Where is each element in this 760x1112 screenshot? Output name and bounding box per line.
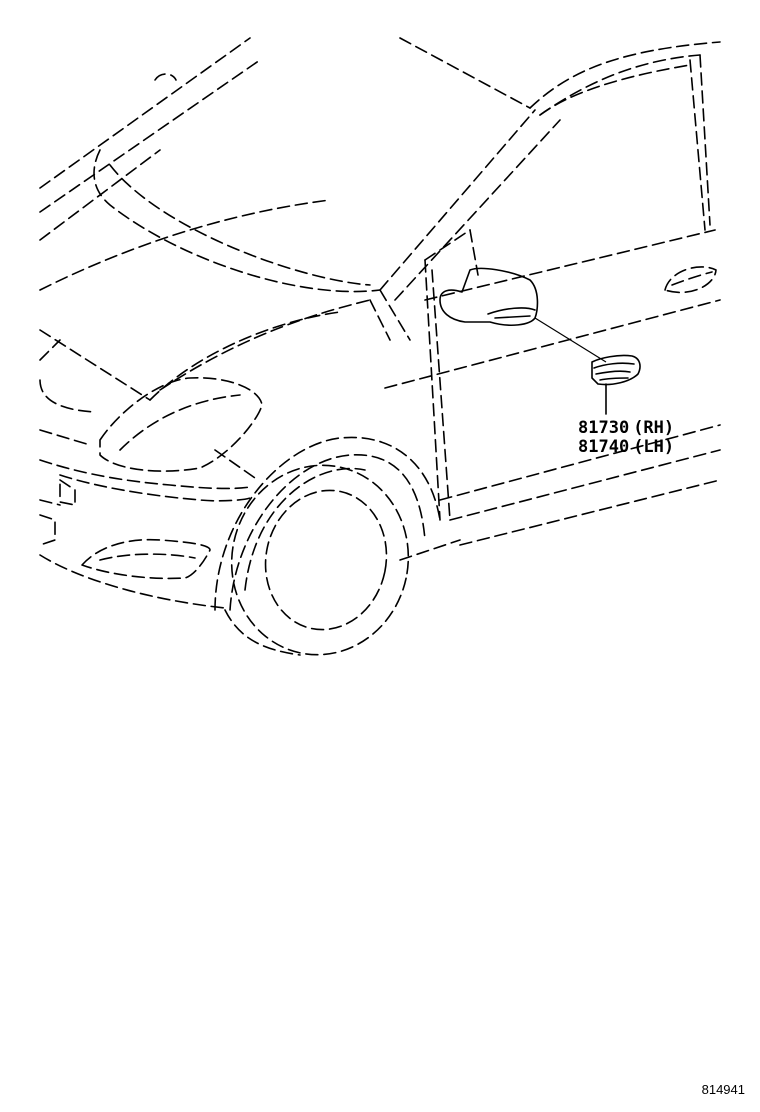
illustration-number: 814941 bbox=[702, 1082, 745, 1097]
part-labels: 81730(RH) 81740(LH) bbox=[578, 418, 674, 457]
outside-mirror-icon bbox=[439, 267, 539, 327]
vehicle-outline bbox=[39, 37, 721, 656]
part-number-rh[interactable]: 81730(RH) bbox=[578, 418, 674, 438]
part-number-lh[interactable]: 81740(LH) bbox=[578, 437, 674, 457]
leader-line bbox=[534, 317, 607, 363]
side-turn-signal-lamp-icon bbox=[591, 354, 641, 415]
